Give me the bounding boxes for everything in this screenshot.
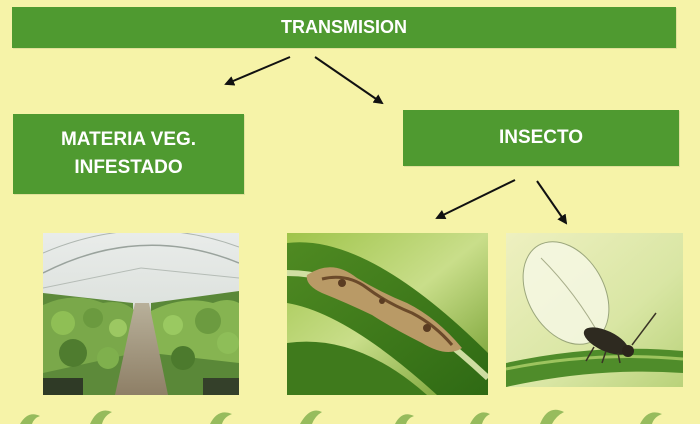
insect-on-stem-photo bbox=[506, 233, 683, 387]
materia-veg-box: MATERIA VEG. INFESTADO bbox=[13, 114, 244, 194]
materia-veg-line-2: INFESTADO bbox=[61, 154, 196, 182]
arrow-to-insecto bbox=[315, 57, 382, 103]
arrow-to-materia bbox=[226, 57, 290, 84]
transmision-label: TRANSMISION bbox=[281, 17, 407, 38]
insecto-label: INSECTO bbox=[499, 127, 583, 149]
greenhouse-photo bbox=[43, 233, 239, 395]
decorative-plant-strip bbox=[0, 400, 700, 424]
arrow-to-leaf-photo bbox=[437, 180, 515, 218]
arrow-to-insect-photo bbox=[537, 181, 566, 223]
materia-veg-label: MATERIA VEG. INFESTADO bbox=[61, 126, 196, 182]
leaf-damage-photo bbox=[287, 233, 488, 395]
transmision-box: TRANSMISION bbox=[12, 7, 676, 48]
insecto-box: INSECTO bbox=[403, 110, 679, 166]
materia-veg-line-1: MATERIA VEG. bbox=[61, 126, 196, 154]
